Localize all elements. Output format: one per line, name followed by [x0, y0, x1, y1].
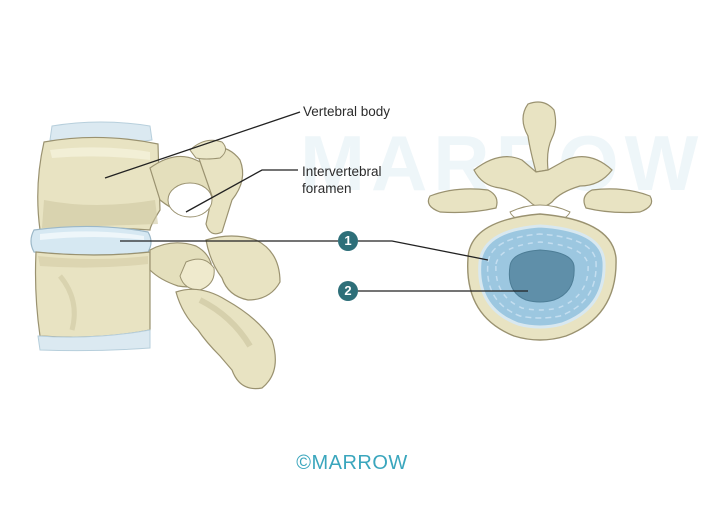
- axial-spinous-process: [522, 101, 557, 173]
- label-intervertebral-foramen-line1: Intervertebral: [302, 164, 382, 179]
- intervertebral-foramen: [167, 182, 213, 218]
- copyright-text: ©MARROW: [296, 452, 408, 474]
- marker-2-badge: 2: [338, 281, 358, 301]
- label-intervertebral-foramen: Intervertebral foramen: [302, 163, 382, 197]
- leader-line-vertebral-body: [104, 111, 301, 179]
- facet-joint: [179, 258, 215, 291]
- axial-transverse-process-right: [583, 188, 653, 214]
- lower-spinous-process: [175, 288, 276, 390]
- superior-articular: [189, 139, 226, 160]
- marker-1-badge: 1: [338, 231, 358, 251]
- inferior-articular: [205, 235, 281, 301]
- label-intervertebral-foramen-line2: foramen: [302, 181, 352, 196]
- leader-line-foramen: [185, 169, 298, 213]
- nucleus-pulposus: [508, 249, 575, 303]
- axial-laminae: [473, 156, 613, 208]
- leader-line-marker-1-right: [358, 240, 489, 261]
- axial-transverse-process-left: [427, 188, 498, 214]
- label-vertebral-body: Vertebral body: [303, 104, 391, 119]
